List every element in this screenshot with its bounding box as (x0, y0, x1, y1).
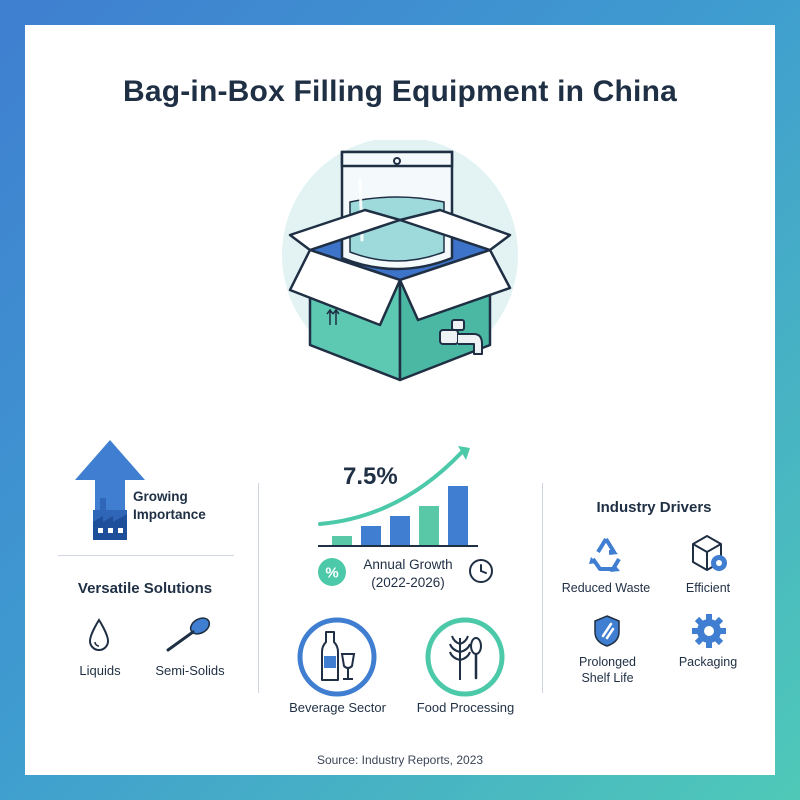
page-title: Bag-in-Box Filling Equipment in China (122, 75, 678, 108)
spoon-icon (166, 617, 211, 652)
prolonged-label-line1: Prolonged (579, 655, 636, 669)
industry-drivers-heading: Industry Drivers (596, 499, 712, 516)
annual-growth-title: Annual Growth (363, 557, 453, 572)
wheat-spoon-icon (425, 617, 505, 697)
growth-arrowhead (458, 446, 470, 460)
efficient-label: Efficient (685, 581, 731, 595)
recycle-icon (589, 537, 621, 572)
growing-importance-label: Growing Importance (133, 489, 206, 522)
reduced-waste-label: Reduced Waste (561, 581, 651, 595)
growth-bar-chart (318, 446, 478, 547)
semi-solids-label: Semi-Solids (155, 663, 225, 678)
droplet-icon (88, 618, 110, 651)
bottle-glass-icon (297, 617, 377, 697)
growth-bar (390, 516, 410, 546)
growth-arrow-factory-icon (75, 440, 145, 540)
prolonged-label-line2: Shelf Life (581, 671, 634, 685)
growth-period: (2022-2026) (371, 575, 445, 590)
shield-icon (594, 615, 620, 647)
percent-icon: % (318, 558, 346, 586)
packaging-label: Packaging (678, 655, 738, 669)
beverage-sector-label: Beverage Sector (289, 700, 386, 715)
growth-bar (361, 526, 381, 546)
versatile-solutions-heading: Versatile Solutions (77, 580, 213, 597)
prolonged-shelf-life-label: Prolonged Shelf Life (560, 654, 655, 686)
right-vertical-divider (542, 483, 543, 693)
annual-growth-label: Annual Growth (2022-2026) (350, 556, 466, 592)
svg-text:%: % (325, 565, 338, 582)
growth-bar (448, 486, 468, 546)
left-vertical-divider (258, 483, 259, 693)
gear-icon (692, 614, 726, 648)
food-processing-label: Food Processing (416, 700, 515, 715)
left-divider (58, 555, 234, 556)
liquids-label: Liquids (79, 663, 121, 678)
growth-bar (419, 506, 439, 546)
growth-value: 7.5% (343, 463, 398, 490)
bag-in-box-illustration (282, 140, 518, 382)
growth-bar (332, 536, 352, 546)
source-citation: Source: Industry Reports, 2023 (316, 753, 484, 767)
clock-icon (469, 559, 493, 583)
box-gear-icon (692, 535, 727, 571)
